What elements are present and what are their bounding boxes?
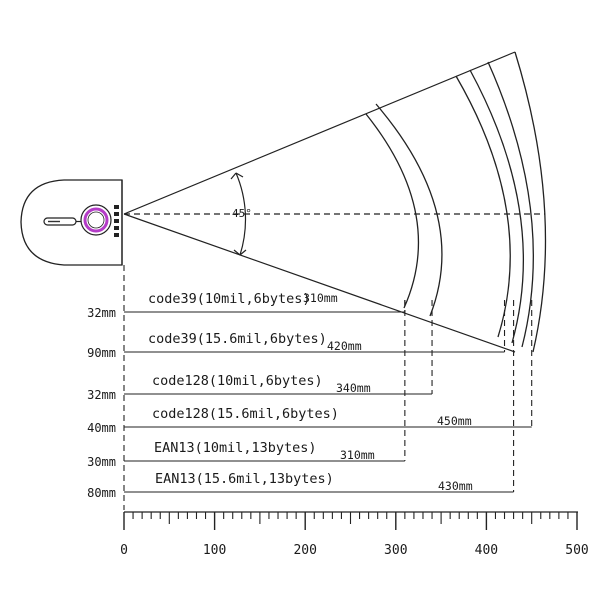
range-arc: [375, 103, 443, 317]
angle-label: 45°: [232, 207, 252, 220]
cone-lower-edge: [123, 213, 516, 353]
range-arc: [514, 51, 547, 353]
scale-tick-label: 500: [565, 543, 588, 558]
field-width-label: 80mm: [87, 486, 116, 500]
field-width-label: 32mm: [87, 388, 116, 402]
range-arc: [487, 61, 534, 348]
max-distance-label: 430mm: [438, 479, 473, 493]
angle-indicator: 45°: [230, 172, 252, 256]
barcode-spec-label: EAN13(10mil,13bytes): [154, 440, 317, 456]
distance-scale: 0 100 200 300 400 500: [120, 511, 589, 558]
range-arc: [469, 69, 524, 344]
max-distance-label: 420mm: [327, 339, 362, 353]
max-distance-label: 310mm: [303, 291, 338, 305]
barcode-spec-label: code128(15.6mil,6bytes): [152, 406, 339, 422]
range-arcs: [365, 51, 547, 353]
scale-tick-label: 200: [293, 543, 316, 558]
max-distance-label: 340mm: [336, 381, 371, 395]
field-width-label: 90mm: [87, 346, 116, 360]
scale-tick-label: 300: [384, 543, 407, 558]
range-arc: [365, 113, 420, 309]
field-width-label: 40mm: [87, 421, 116, 435]
max-distance-label: 310mm: [340, 448, 375, 462]
barcode-spec-label: EAN13(15.6mil,13bytes): [155, 471, 334, 487]
field-width-label: 30mm: [87, 455, 116, 469]
scale-tick-label: 100: [203, 543, 226, 558]
barcode-spec-label: code128(10mil,6bytes): [152, 373, 323, 389]
barcode-spec-label: code39(15.6mil,6bytes): [148, 331, 327, 347]
range-arc: [455, 75, 511, 338]
scan-cone: [123, 51, 545, 353]
scale-tick-label: 400: [475, 543, 498, 558]
barcode-scanner-illustration: [20, 179, 123, 266]
max-distance-label: 450mm: [437, 414, 472, 428]
field-width-label: 32mm: [87, 306, 116, 320]
barcode-spec-label: code39(10mil,6bytes): [148, 291, 311, 307]
cone-upper-edge: [123, 51, 516, 215]
scale-tick-label: 0: [120, 543, 128, 558]
range-rows: code39(10mil,6bytes)310mm32mmcode39(15.6…: [87, 291, 533, 500]
